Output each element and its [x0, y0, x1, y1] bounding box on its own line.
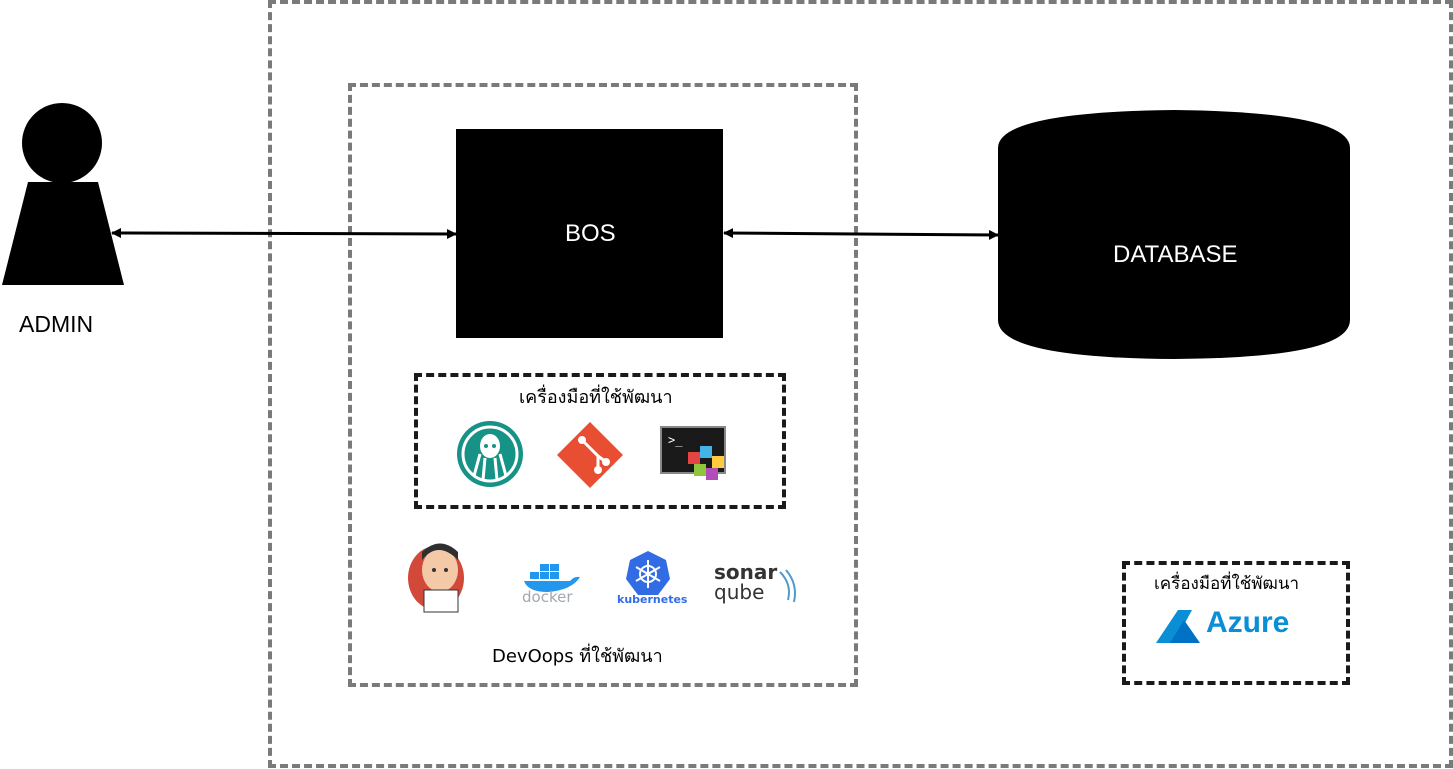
docker-wordmark: docker — [522, 588, 573, 606]
admin-label: ADMIN — [19, 311, 94, 337]
dev-tools-box — [414, 373, 786, 509]
kubernetes-wordmark: kubernetes — [617, 593, 688, 606]
cloud-tools-box — [1122, 561, 1350, 685]
cloud-tools-title: เครื่องมือที่ใช้พัฒนา — [1154, 574, 1300, 594]
devops-boundary — [348, 83, 858, 687]
dev-tools-title: เครื่องมือที่ใช้พัฒนา — [519, 387, 673, 408]
sonarqube-wordmark-bottom: qube — [714, 580, 765, 604]
sonarqube-wordmark-top: sonar — [714, 560, 778, 584]
bos-label: BOS — [565, 220, 616, 247]
system-boundary — [268, 0, 1453, 768]
bos-node — [456, 129, 723, 338]
admin-bos-connector — [111, 228, 457, 239]
svg-text:>_: >_ — [668, 433, 683, 447]
database-label: DATABASE — [1113, 241, 1238, 268]
devops-caption: DevOops ที่ใช้พัฒนา — [492, 646, 663, 667]
bos-database-connector — [723, 228, 999, 240]
azure-wordmark: Azure — [1206, 606, 1290, 639]
